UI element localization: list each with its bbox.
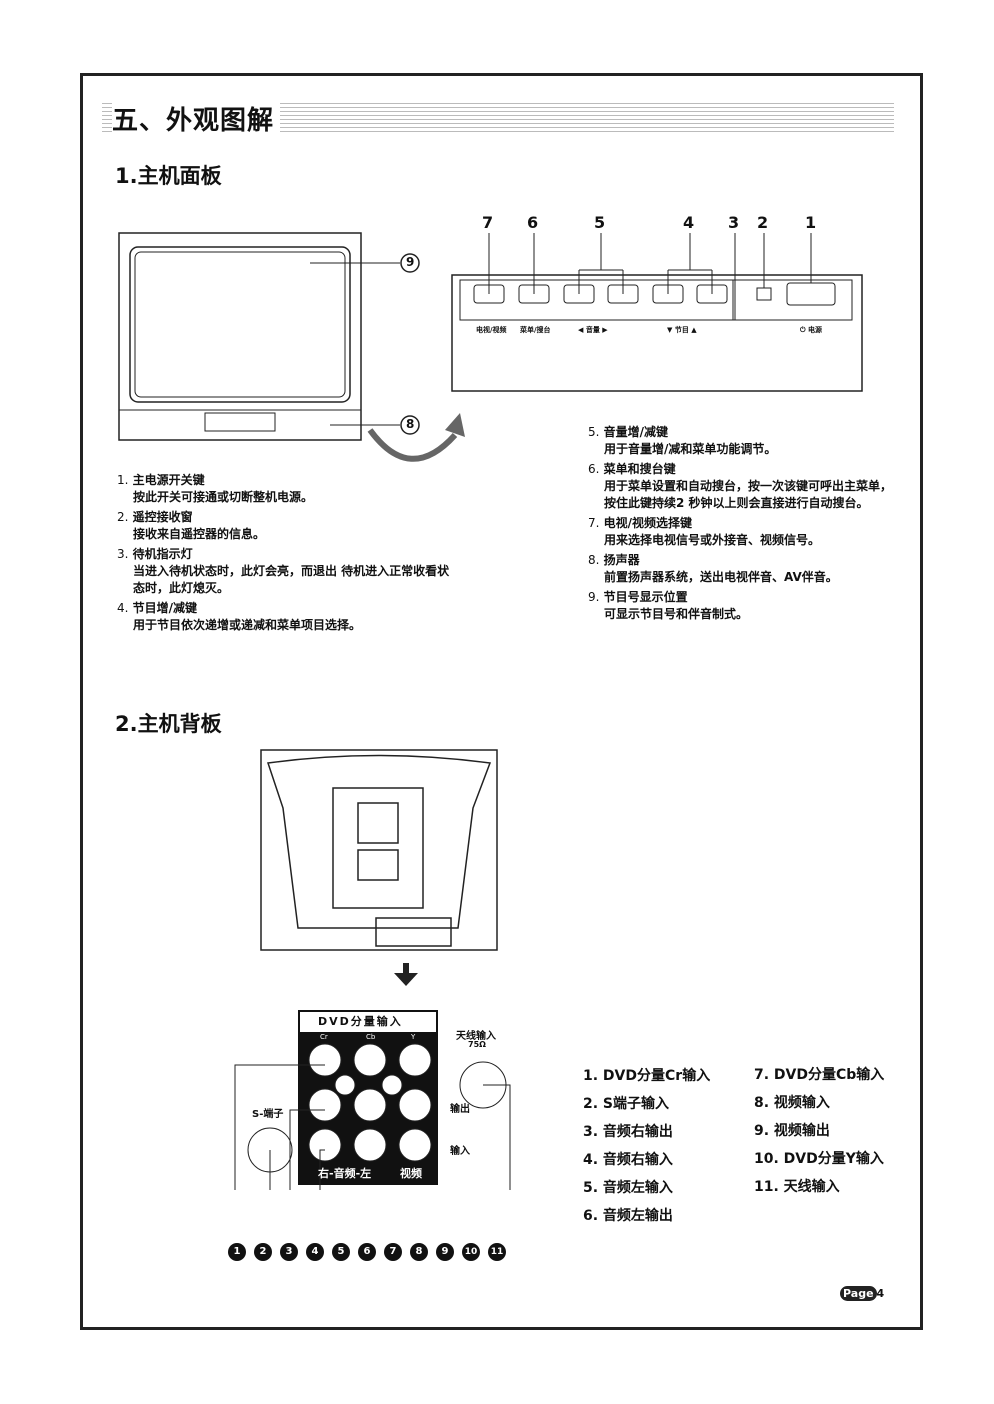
list-item: 2. 遥控接收窗接收来自遥控器的信息。: [117, 510, 266, 541]
list-item: 4. 节目增/减键用于节目依次递增或递减和菜单项目选择。: [117, 601, 362, 632]
callout-9: 9: [406, 255, 415, 269]
tv-front-diagram: [118, 232, 465, 462]
s-terminal-label: S-端子: [252, 1109, 284, 1120]
back-callouts: 1 2 3 4 5 6 7 8 9 10 11: [228, 1243, 506, 1261]
tv-back-diagram: [260, 749, 498, 986]
audio-label: 右-音频-左: [318, 1167, 372, 1180]
front-items-right: 5. 音量增/减键用于音量增/减和菜单功能调节。 6. 菜单和搜台键用于菜单设置…: [588, 424, 893, 623]
callout: 11: [488, 1243, 506, 1261]
label-power: ⏻ 电源: [800, 326, 822, 334]
callout: 8: [410, 1243, 428, 1261]
section-back-panel: 2.主机背板: [115, 712, 222, 736]
back-legend-right: 7. DVD分量Cb输入 8. 视频输入 9. 视频输出 10. DVD分量Y输…: [754, 1061, 884, 1201]
callout: 3: [280, 1243, 298, 1261]
callout-8: 8: [406, 417, 415, 431]
legend-item: 8. 视频输入: [754, 1095, 830, 1111]
label-menu: 菜单/搜台: [520, 326, 551, 334]
page-border: [80, 73, 923, 1330]
list-item: 1. 主电源开关键按此开关可接通或切断整机电源。: [117, 473, 314, 504]
callout-2: 2: [757, 213, 769, 232]
callout-3: 3: [728, 213, 740, 232]
legend-item: 9. 视频输出: [754, 1123, 830, 1139]
jack-y-label: Y: [411, 1033, 416, 1041]
back-legend-left: 1. DVD分量Cr输入 2. S端子输入 3. 音频右输出 4. 音频右输入 …: [583, 1062, 710, 1230]
list-item: 3. 待机指示灯当进入待机状态时，此灯会亮，而退出 待机进入正常收看状态时，此灯…: [117, 547, 450, 595]
video-label: 视频: [400, 1167, 422, 1180]
label-program: ▼ 节目 ▲: [667, 326, 697, 334]
callout: 2: [254, 1243, 272, 1261]
callout-1: 1: [805, 213, 817, 232]
legend-item: 4. 音频右输入: [583, 1152, 673, 1168]
output-label: 输出: [450, 1104, 470, 1115]
label-tv-av: 电视/视频: [476, 326, 507, 334]
legend-item: 2. S端子输入: [583, 1096, 670, 1112]
jack-cr-label: Cr: [320, 1033, 328, 1041]
legend-item: 3. 音频右输出: [583, 1124, 673, 1140]
list-item: 8. 扬声器前置扬声器系统，送出电视伴音、AV伴音。: [588, 553, 838, 584]
legend-item: 1. DVD分量Cr输入: [583, 1068, 711, 1084]
front-items-left: 1. 主电源开关键按此开关可接通或切断整机电源。 2. 遥控接收窗接收来自遥控器…: [117, 472, 457, 634]
callout-6: 6: [527, 213, 539, 232]
label-volume: ◀ 音量 ▶: [578, 326, 608, 334]
list-item: 9. 节目号显示位置可显示节目号和伴音制式。: [588, 590, 749, 621]
jack-cb-label: Cb: [366, 1033, 376, 1041]
list-item: 5. 音量增/减键用于音量增/减和菜单功能调节。: [588, 425, 777, 456]
callout: 9: [436, 1243, 454, 1261]
control-panel-diagram: [451, 233, 863, 392]
callout: 1: [228, 1243, 246, 1261]
page-title: 五、外观图解: [112, 100, 281, 137]
legend-item: 5. 音频左输入: [583, 1180, 673, 1196]
jack-header: DVD分量输入: [318, 1015, 403, 1028]
callout-4: 4: [683, 213, 695, 232]
callout-7: 7: [482, 213, 494, 232]
legend-item: 11. 天线输入: [754, 1179, 840, 1195]
callout: 10: [462, 1243, 480, 1261]
jack-panel-diagram: [234, 1010, 511, 1190]
callout: 5: [332, 1243, 350, 1261]
section-front-panel: 1.主机面板: [115, 164, 222, 188]
ohm-label: 75Ω: [468, 1040, 486, 1049]
legend-item: 7. DVD分量Cb输入: [754, 1067, 885, 1083]
list-item: 6. 菜单和搜台键用于菜单设置和自动搜台，按一次该键可呼出主菜单，按住此键持续2…: [588, 462, 893, 510]
list-item: 7. 电视/视频选择键用来选择电视信号或外接音、视频信号。: [588, 516, 821, 547]
antenna-label: 天线输入: [456, 1031, 496, 1042]
legend-item: 10. DVD分量Y输入: [754, 1151, 884, 1167]
input-label: 输入: [450, 1146, 470, 1157]
callout: 7: [384, 1243, 402, 1261]
callout: 6: [358, 1243, 376, 1261]
callout: 4: [306, 1243, 324, 1261]
legend-item: 6. 音频左输出: [583, 1208, 673, 1224]
callout-5: 5: [594, 213, 606, 232]
